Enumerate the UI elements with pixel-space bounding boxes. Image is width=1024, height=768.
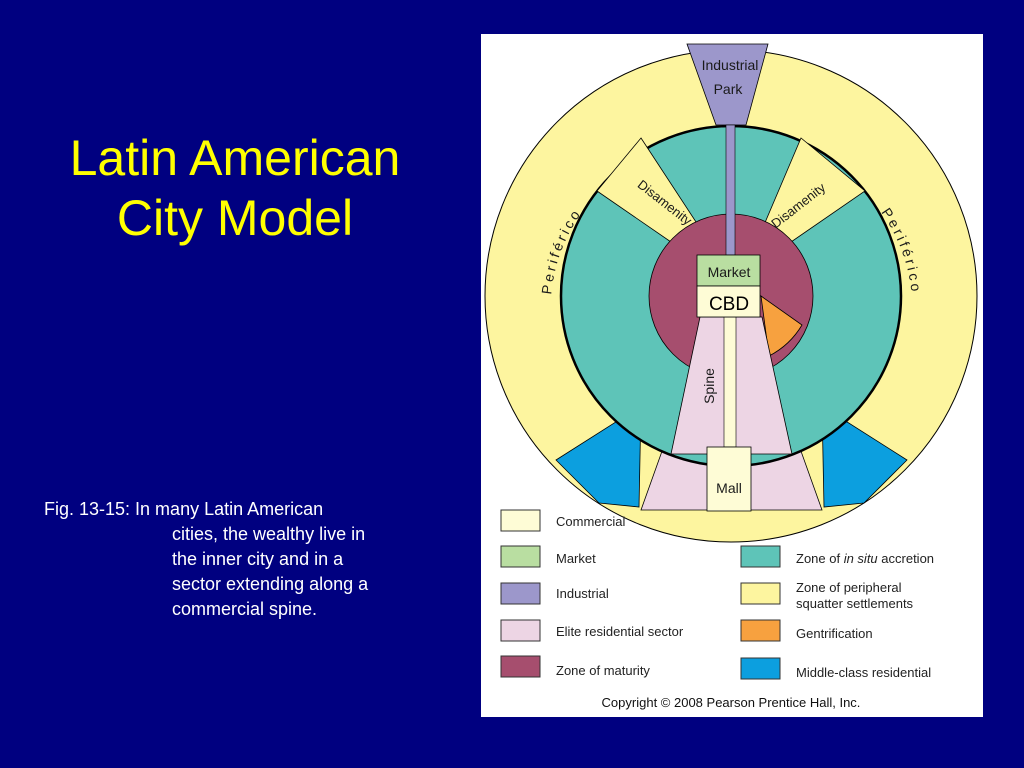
city-model-figure: Industrial Park Disamenity Disamenity Pe… [481,34,983,717]
cbd-label: CBD [709,294,749,315]
legend-swatch-industrial [500,582,541,605]
market-label: Market [708,264,751,280]
legend-label-gentrification: Gentrification [796,626,873,641]
legend-item-zone-of-maturity: Zone of maturity [500,655,650,678]
caption-line-5: commercial spine. [172,599,318,619]
legend-label-elite-residential: Elite residential sector [556,624,684,639]
caption-line-4: sector extending along a [172,574,369,594]
title-line-1: Latin American [69,130,401,186]
middle-class-wedge-left [555,405,642,508]
legend-label-commercial: Commercial [556,514,625,529]
legend-swatch-commercial [500,509,541,532]
legend-swatch-in-situ-accretion [740,545,781,568]
caption-line-2: cities, the wealthy live in [172,524,366,544]
figure-caption: Fig. 13-15: In many Latin American citie… [44,497,444,622]
industrial-park-sector [686,43,769,126]
legend-label-squatter-line-1: Zone of peripheral [796,580,902,595]
legend-item-market: Market [500,545,596,568]
middle-class-wedge-right [821,405,908,508]
legend-item-industrial: Industrial [500,582,609,605]
legend-swatch-middle-class [740,657,781,680]
legend-swatch-zone-of-maturity [500,655,541,678]
legend-item-in-situ-accretion: Zone of in situ accretion [740,545,934,568]
legend-swatch-squatter-settlements [740,582,781,605]
copyright-notice: Copyright © 2008 Pearson Prentice Hall, … [602,695,861,710]
legend-label-market: Market [556,551,596,566]
mall-block [706,446,752,512]
city-model-diagram: Industrial Park Disamenity Disamenity Pe… [484,43,978,710]
legend-label-zone-of-maturity: Zone of maturity [556,663,650,678]
legend-label-industrial: Industrial [556,586,609,601]
legend-swatch-elite-residential [500,619,541,642]
caption-line-1: Fig. 13-15: In many Latin American [44,499,324,519]
legend-swatch-gentrification [740,619,781,642]
legend: Commercial Market Industrial Elite resid… [500,509,934,680]
legend-item-middle-class: Middle-class residential [740,657,931,680]
legend-item-squatter-settlements: Zone of peripheral squatter settlements [740,580,914,611]
legend-label-middle-class: Middle-class residential [796,665,931,680]
cbd-block [696,285,761,318]
industrial-corridor [725,124,736,256]
caption-line-3: the inner city and in a [172,549,344,569]
legend-item-elite-residential: Elite residential sector [500,619,684,642]
legend-item-gentrification: Gentrification [740,619,873,642]
slide-title: Latin American City Model [20,128,450,248]
title-line-2: City Model [116,190,354,246]
commercial-spine [723,316,737,448]
legend-label-squatter-line-2: squatter settlements [796,596,914,611]
spine-label: Spine [701,368,717,404]
mall-label: Mall [716,480,742,496]
legend-swatch-market [500,545,541,568]
industrial-park-label-2: Park [714,81,744,97]
legend-item-commercial: Commercial [500,509,625,532]
industrial-park-label-1: Industrial [702,57,759,73]
legend-label-in-situ-accretion: Zone of in situ accretion [796,551,934,566]
